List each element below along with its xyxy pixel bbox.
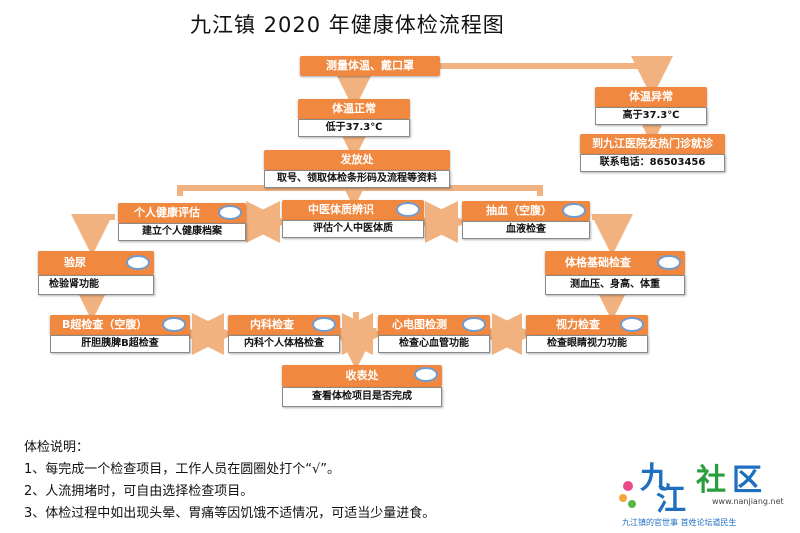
node-ecg-test: 心电图检测 检查心血管功能 bbox=[378, 315, 490, 353]
node-label: 体温异常 bbox=[595, 87, 707, 107]
node-detail: 测血压、身高、体重 bbox=[545, 275, 685, 295]
node-detail: 肝胆胰脾B超检查 bbox=[50, 335, 190, 353]
node-detail: 检查眼睛视力功能 bbox=[526, 335, 648, 353]
node-issue-desk: 发放处 取号、领取体检条形码及流程等资料 bbox=[264, 150, 450, 188]
check-circle[interactable] bbox=[126, 255, 150, 270]
check-circle[interactable] bbox=[396, 202, 420, 217]
node-label: 收表处 bbox=[282, 365, 442, 387]
svg-text:九: 九 bbox=[640, 461, 670, 496]
svg-text:区: 区 bbox=[732, 463, 762, 498]
check-circle[interactable] bbox=[657, 255, 681, 270]
node-detail: 内科个人体格检查 bbox=[228, 335, 340, 353]
note-item: 2、人流拥堵时，可自由选择检查项目。 bbox=[24, 484, 254, 499]
node-label: 到九江医院发热门诊就诊 bbox=[580, 134, 725, 154]
check-circle[interactable] bbox=[562, 203, 586, 218]
check-circle[interactable] bbox=[620, 317, 644, 332]
node-label: 测量体温、戴口罩 bbox=[300, 56, 440, 76]
check-circle[interactable] bbox=[312, 317, 336, 332]
node-detail: 建立个人健康档案 bbox=[118, 223, 246, 241]
node-measure-temperature: 测量体温、戴口罩 bbox=[300, 56, 440, 76]
node-label: 抽血（空腹） bbox=[462, 201, 590, 221]
node-detail: 查看体检项目是否完成 bbox=[282, 387, 442, 407]
note-item: 1、每完成一个检查项目，工作人员在圆圈处打个“√”。 bbox=[24, 462, 341, 477]
node-label: 视力检查 bbox=[526, 315, 648, 335]
node-detail: 高于37.3℃ bbox=[595, 107, 707, 125]
check-circle[interactable] bbox=[414, 367, 438, 382]
node-detail: 联系电话：86503456 bbox=[580, 154, 725, 172]
node-label: 发放处 bbox=[264, 150, 450, 170]
node-detail: 检查心血管功能 bbox=[378, 335, 490, 353]
page-title: 九江镇 2020 年健康体检流程图 bbox=[190, 13, 505, 37]
check-circle[interactable] bbox=[162, 317, 186, 332]
node-blood-draw: 抽血（空腹） 血液检查 bbox=[462, 201, 590, 239]
node-label: 内科检查 bbox=[228, 315, 340, 335]
node-form-collection: 收表处 查看体检项目是否完成 bbox=[282, 365, 442, 407]
svg-text:九江镇的官世事 首姓论坛道民生: 九江镇的官世事 首姓论坛道民生 bbox=[622, 517, 737, 527]
node-detail: 取号、领取体检条形码及流程等资料 bbox=[264, 170, 450, 188]
node-personal-assessment: 个人健康评估 建立个人健康档案 bbox=[118, 203, 246, 241]
node-detail: 评估个人中医体质 bbox=[282, 220, 424, 238]
node-detail: 血液检查 bbox=[462, 221, 590, 239]
svg-text:www.nanjiang.net: www.nanjiang.net bbox=[712, 497, 784, 506]
notes-heading: 体检说明： bbox=[24, 440, 90, 455]
exam-notes: 体检说明： 1、每完成一个检查项目，工作人员在圆圈处打个“√”。 2、人流拥堵时… bbox=[24, 437, 435, 525]
check-circle[interactable] bbox=[462, 317, 486, 332]
node-detail: 低于37.3℃ bbox=[298, 119, 410, 137]
node-vision-test: 视力检查 检查眼睛视力功能 bbox=[526, 315, 648, 353]
logo-graphic: 九 江 社 区 www.nanjiang.net 九江镇的官世事 首姓论坛道民生 bbox=[619, 461, 784, 527]
node-label: B超检查（空腹） bbox=[50, 315, 190, 335]
svg-text:社: 社 bbox=[696, 463, 726, 498]
check-circle[interactable] bbox=[218, 205, 242, 220]
node-temperature-normal: 体温正常 低于37.3℃ bbox=[298, 99, 410, 137]
node-label: 体温正常 bbox=[298, 99, 410, 119]
node-label: 中医体质辨识 bbox=[282, 200, 424, 220]
node-urine-test: 验尿 检验肾功能 bbox=[38, 251, 154, 295]
svg-text:江: 江 bbox=[656, 483, 686, 518]
note-item: 3、体检过程中如出现头晕、胃痛等因饥饿不适情况，可适当少量进食。 bbox=[24, 506, 436, 521]
community-logo: 九 江 社 区 www.nanjiang.net 九江镇的官世事 首姓论坛道民生 bbox=[616, 452, 788, 529]
node-tcm-constitution: 中医体质辨识 评估个人中医体质 bbox=[282, 200, 424, 238]
node-internal-medicine: 内科检查 内科个人体格检查 bbox=[228, 315, 340, 353]
node-basic-physical: 体格基础检查 测血压、身高、体重 bbox=[545, 251, 685, 295]
node-b-ultrasound: B超检查（空腹） 肝胆胰脾B超检查 bbox=[50, 315, 190, 353]
node-temperature-abnormal: 体温异常 高于37.3℃ bbox=[595, 87, 707, 125]
node-fever-clinic: 到九江医院发热门诊就诊 联系电话：86503456 bbox=[580, 134, 725, 172]
node-detail: 检验肾功能 bbox=[38, 275, 154, 295]
node-label: 心电图检测 bbox=[378, 315, 490, 335]
node-label: 个人健康评估 bbox=[118, 203, 246, 223]
